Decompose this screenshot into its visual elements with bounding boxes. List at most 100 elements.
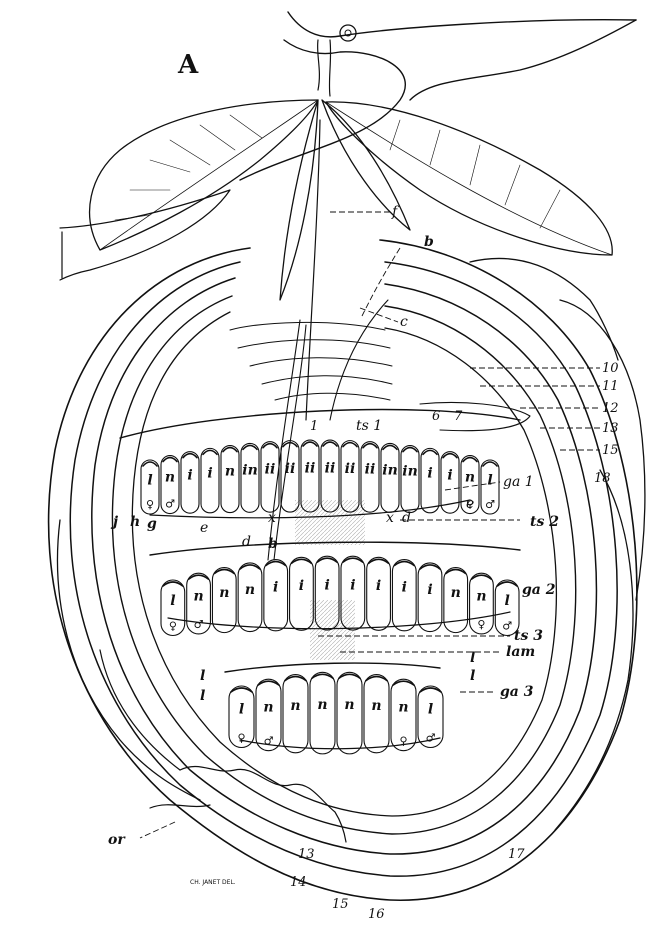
label-c: c — [400, 314, 408, 330]
cell-label: i — [324, 577, 329, 593]
cell-cap — [243, 445, 257, 449]
cell-label: i — [187, 467, 192, 483]
envelope-layers — [49, 240, 645, 900]
cell-label: i — [427, 465, 432, 481]
label-b-lower: b — [268, 536, 278, 552]
cell-label: i — [376, 578, 381, 594]
label-1: 1 — [310, 419, 318, 434]
cell-label: l — [170, 593, 175, 609]
label-7: 7 — [454, 409, 463, 424]
cell-label: n — [451, 585, 461, 601]
sex-symbol: ♀ — [237, 732, 245, 745]
label-h: h — [130, 514, 140, 530]
cell-label: n — [317, 697, 327, 713]
cell-label: i — [350, 577, 355, 593]
label-ts3: ts 3 — [514, 628, 543, 644]
cell-label: ii — [285, 461, 296, 477]
leaves — [90, 100, 613, 300]
cell-label: l — [428, 702, 433, 718]
cell-label: i — [447, 467, 452, 483]
cell — [310, 672, 335, 754]
cell-cap — [343, 443, 357, 447]
cell-label: n — [371, 698, 381, 714]
cell-cap — [463, 458, 477, 462]
cell-label: ii — [345, 461, 356, 477]
sex-symbol: ♀ — [399, 735, 407, 748]
cell-cap — [223, 448, 237, 452]
label-l-4: l — [470, 668, 475, 684]
cell-label: i — [299, 578, 304, 594]
label-l-3: l — [470, 650, 475, 666]
label-6: 6 — [432, 409, 440, 424]
cell-label: in — [242, 462, 258, 478]
sex-symbol: ♀ — [477, 618, 485, 631]
cell-label: n — [225, 464, 235, 480]
sex-symbol: ♂ — [194, 618, 204, 631]
cell-label: l — [147, 472, 152, 488]
cell-label: ii — [265, 461, 276, 477]
cell-label: i — [402, 580, 407, 596]
label-15: 15 — [602, 443, 619, 458]
label-17: 17 — [508, 847, 525, 862]
cell-cap — [323, 442, 337, 446]
label-or: or — [108, 832, 126, 848]
sex-symbol: ♀ — [146, 498, 154, 511]
cell-label: i — [273, 580, 278, 596]
cell-label: n — [193, 589, 203, 605]
cell-label: l — [504, 593, 509, 609]
cell-cap — [203, 450, 217, 454]
cell-label: n — [165, 470, 175, 486]
label-18: 18 — [594, 471, 611, 486]
cell-label: ii — [325, 460, 336, 476]
tier-3: l♀n♂nnnnn♀l♂ — [225, 663, 443, 754]
sex-symbol: ♂ — [485, 498, 495, 511]
cell-label: n — [344, 697, 354, 713]
label-12: 12 — [602, 401, 619, 416]
label-l-2: l — [200, 688, 205, 704]
cell-label: n — [290, 698, 300, 714]
label-d-left: d — [242, 534, 251, 550]
cell-label: n — [245, 582, 255, 598]
label-ga1: ga 1 — [503, 474, 534, 490]
cell-cap — [183, 454, 197, 458]
label-11: 11 — [602, 379, 619, 394]
cell-cap — [163, 458, 177, 462]
cell-cap — [263, 444, 277, 448]
label-f: f — [391, 204, 400, 220]
cell-cap — [303, 442, 317, 446]
cell-label: l — [239, 702, 244, 718]
label-x-left: x — [268, 510, 276, 526]
label-d-right: d — [402, 510, 411, 526]
label-10: 10 — [602, 361, 619, 376]
cell-label: i — [427, 582, 432, 598]
label-14: 14 — [290, 875, 307, 890]
label-13-bottom: 13 — [298, 847, 315, 862]
branch — [60, 12, 636, 280]
cell-cap — [443, 454, 457, 458]
cell-cap — [383, 445, 397, 449]
cell-label: i — [207, 465, 212, 481]
cell-cap — [143, 462, 157, 466]
signature: CH. JANET DEL. — [190, 879, 236, 886]
cell-label: in — [382, 462, 398, 478]
sex-symbol: ♂ — [502, 620, 512, 633]
cell-label: n — [263, 699, 273, 715]
label-x-right: x — [386, 510, 394, 526]
label-16: 16 — [368, 907, 385, 922]
cell-label: n — [476, 589, 486, 605]
label-ts2: ts 2 — [530, 514, 559, 530]
label-g: g — [147, 516, 157, 532]
label-e-left: e — [200, 520, 208, 536]
cell-label: ii — [305, 460, 316, 476]
cell-label: n — [219, 585, 229, 601]
sex-symbol: ♂ — [426, 732, 436, 745]
cell-cap — [423, 450, 437, 454]
label-ts1: ts 1 — [356, 418, 382, 434]
cell — [337, 672, 362, 754]
label-15-bottom: 15 — [332, 897, 349, 912]
cell-cap — [403, 448, 417, 452]
cell-label: in — [402, 464, 418, 480]
label-b-top: b — [424, 234, 434, 250]
label-ga3: ga 3 — [500, 684, 534, 700]
